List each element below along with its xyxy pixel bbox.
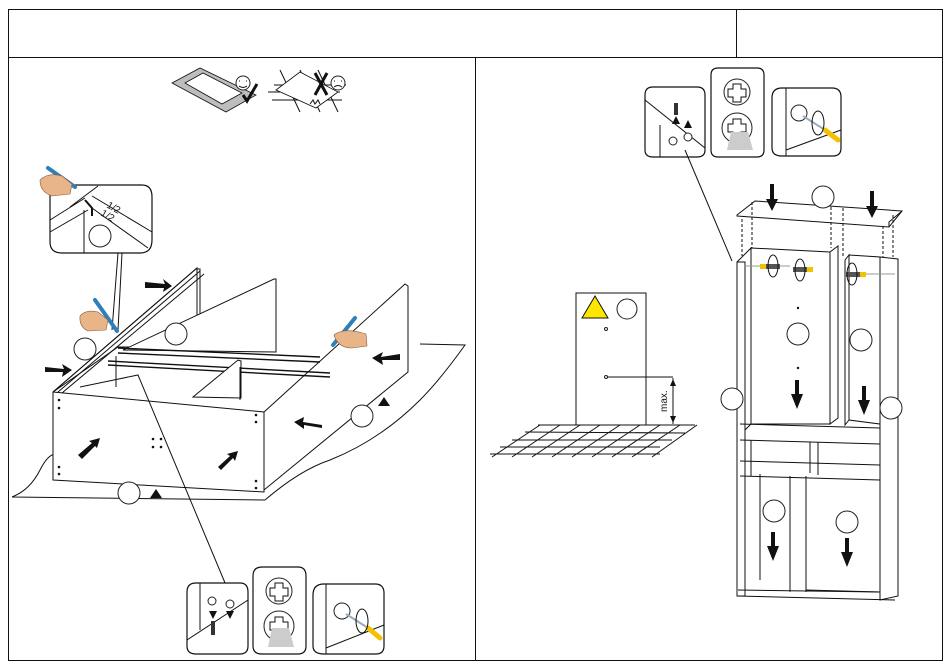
standing-cabinet <box>720 184 903 601</box>
screwdriver-tighten-step <box>312 583 385 655</box>
assembly-arrows-left <box>45 279 400 498</box>
max-dimension-label: max. <box>659 390 670 412</box>
part-label-circles-left <box>73 322 374 505</box>
screwdriver-tighten-step <box>771 87 842 157</box>
cam-lock-rotation-step <box>710 67 765 158</box>
cam-lock-rotation-step <box>252 566 307 655</box>
cam-bolts <box>745 254 895 286</box>
cam-lock-insert-step <box>644 86 733 262</box>
hand-with-pen-icon <box>331 316 368 349</box>
header-page-cell-divider <box>736 9 737 57</box>
surface-bad-icon <box>268 69 346 113</box>
marking-detail-callout: 1/2 1/2 <box>39 166 153 331</box>
hand-with-pen-icon <box>39 166 77 197</box>
cam-lock-insert-step <box>186 582 249 655</box>
hand-with-pen-icon <box>79 298 119 333</box>
lying-cabinet <box>52 266 409 591</box>
wall-fixing-diagram: max. <box>490 292 698 458</box>
body-column-divider <box>475 57 476 661</box>
surface-good-icon <box>171 67 259 113</box>
warning-triangle-icon <box>581 295 609 319</box>
